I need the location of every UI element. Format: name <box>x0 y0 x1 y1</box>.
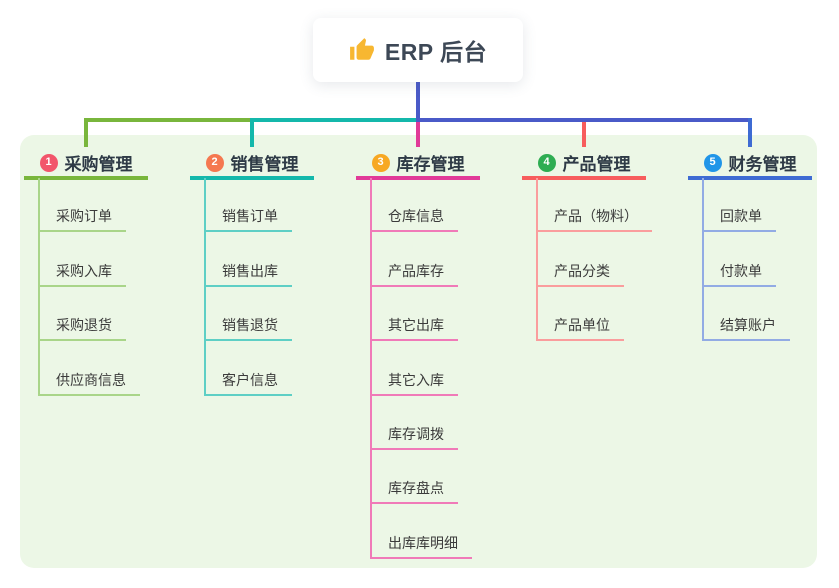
child-row: 销售订单 <box>206 178 292 233</box>
branch-children: 采购订单 采购入库 采购退货 供应商信息 <box>38 178 140 396</box>
child-row: 其它出库 <box>372 287 472 342</box>
child-row: 库存调拨 <box>372 396 472 450</box>
branch-node-sales[interactable]: 2 销售管理 <box>190 149 314 180</box>
branch-title: 财务管理 <box>728 155 797 174</box>
node-label[interactable]: 库存调拨 <box>372 427 458 450</box>
child-row: 结算账户 <box>704 287 790 342</box>
node-label[interactable]: 采购订单 <box>40 209 126 233</box>
child-row: 销售出库 <box>206 232 292 287</box>
branch-title: 产品管理 <box>562 155 631 174</box>
child-row: 产品单位 <box>538 287 652 342</box>
branch-badge: 1 <box>39 153 58 172</box>
node-label[interactable]: 采购入库 <box>40 264 126 287</box>
child-row: 付款单 <box>704 232 790 287</box>
child-row: 客户信息 <box>206 341 292 396</box>
node-label[interactable]: 其它入库 <box>372 373 458 396</box>
branch-badge: 4 <box>537 153 556 172</box>
root-node[interactable]: ERP 后台 <box>313 18 523 82</box>
node-label[interactable]: 销售订单 <box>206 209 292 233</box>
branch-title: 库存管理 <box>396 155 465 174</box>
branch-node-procurement[interactable]: 1 采购管理 <box>24 149 148 180</box>
branch-children: 销售订单 销售出库 销售退货 客户信息 <box>204 178 292 396</box>
branch-badge: 2 <box>205 153 224 172</box>
child-row: 采购退货 <box>40 287 140 342</box>
branch-node-inventory[interactable]: 3 库存管理 <box>356 149 480 180</box>
connector-horizontal-branch2 <box>250 118 418 122</box>
connector-root-vertical <box>416 82 420 122</box>
node-label[interactable]: 回款单 <box>704 209 776 233</box>
branch-node-product[interactable]: 4 产品管理 <box>522 149 646 180</box>
node-label[interactable]: 仓库信息 <box>372 209 458 233</box>
connector-drop-branch5 <box>748 118 752 147</box>
connector-horizontal-branch1 <box>84 118 254 122</box>
child-row: 出库库明细 <box>372 504 472 559</box>
child-row: 供应商信息 <box>40 341 140 396</box>
node-label[interactable]: 产品分类 <box>538 264 624 287</box>
root-title: ERP 后台 <box>384 39 488 65</box>
child-row: 产品库存 <box>372 232 472 287</box>
connector-drop-branch1 <box>84 118 88 147</box>
thumbs-up-icon <box>349 38 374 60</box>
node-label[interactable]: 销售出库 <box>206 264 292 287</box>
branch-title: 采购管理 <box>64 155 133 174</box>
child-row: 产品（物料） <box>538 178 652 233</box>
connector-drop-branch2 <box>250 118 254 147</box>
child-row: 库存盘点 <box>372 450 472 505</box>
branch-title: 销售管理 <box>230 155 299 174</box>
connector-drop-branch3 <box>416 122 420 147</box>
node-label[interactable]: 结算账户 <box>704 318 790 342</box>
branch-badge: 3 <box>371 153 390 172</box>
child-row: 采购入库 <box>40 232 140 287</box>
child-row: 仓库信息 <box>372 178 472 233</box>
branch-children: 回款单 付款单 结算账户 <box>702 178 790 342</box>
branch-node-finance[interactable]: 5 财务管理 <box>688 149 812 180</box>
child-row: 销售退货 <box>206 287 292 342</box>
branch-children: 仓库信息 产品库存 其它出库 其它入库 库存调拨 库存盘点 出库库明细 <box>370 178 472 559</box>
node-label[interactable]: 采购退货 <box>40 318 126 342</box>
node-label[interactable]: 出库库明细 <box>372 536 472 559</box>
node-label[interactable]: 产品（物料） <box>538 209 652 233</box>
child-row: 采购订单 <box>40 178 140 233</box>
child-row: 产品分类 <box>538 232 652 287</box>
node-label[interactable]: 客户信息 <box>206 373 292 396</box>
node-label[interactable]: 供应商信息 <box>40 373 140 396</box>
node-label[interactable]: 销售退货 <box>206 318 292 342</box>
node-label[interactable]: 产品库存 <box>372 264 458 287</box>
node-label[interactable]: 其它出库 <box>372 318 458 342</box>
node-label[interactable]: 库存盘点 <box>372 481 458 505</box>
child-row: 其它入库 <box>372 341 472 396</box>
branch-children: 产品（物料） 产品分类 产品单位 <box>536 178 652 342</box>
branches-panel <box>20 135 817 568</box>
branch-badge: 5 <box>703 153 722 172</box>
node-label[interactable]: 产品单位 <box>538 318 624 342</box>
child-row: 回款单 <box>704 178 790 233</box>
node-label[interactable]: 付款单 <box>704 264 776 287</box>
connector-drop-branch4 <box>582 122 586 147</box>
connector-horizontal-right <box>416 118 752 122</box>
